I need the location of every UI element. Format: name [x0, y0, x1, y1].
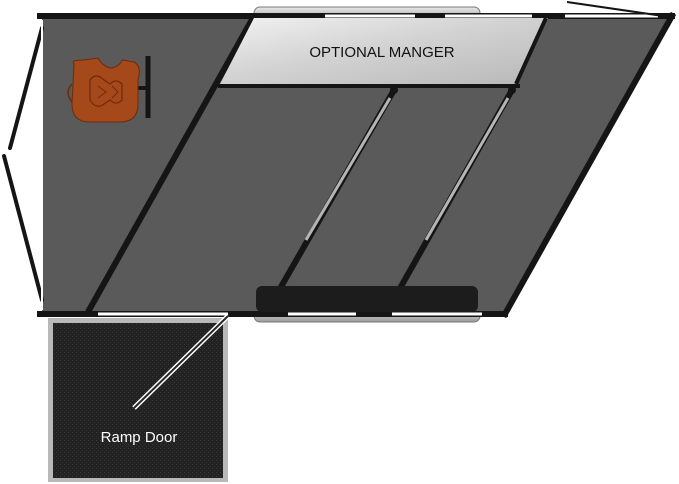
ramp-door-label: Ramp Door — [101, 429, 178, 446]
optional-manger: OPTIONAL MANGER — [218, 17, 548, 88]
wheel-well-interior — [256, 286, 478, 312]
saddle-icon — [67, 56, 151, 123]
ramp-door: Ramp Door — [48, 314, 230, 482]
tack-room-wall — [85, 14, 257, 314]
escape-door — [566, 1, 664, 17]
rear-doors — [2, 26, 44, 302]
stall-dividers — [267, 86, 516, 309]
manger-label: OPTIONAL MANGER — [309, 44, 454, 61]
